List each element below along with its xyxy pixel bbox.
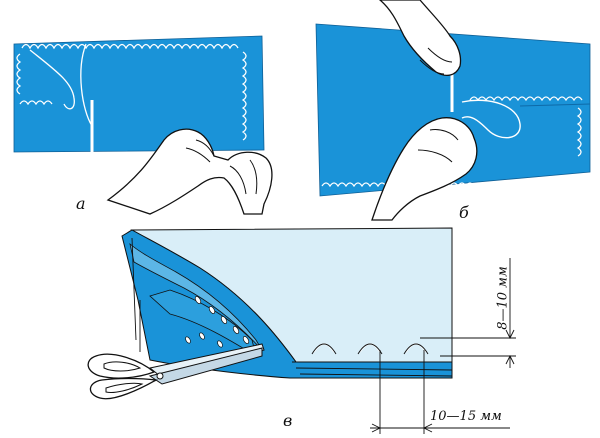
basting-stitches-middle-b [469, 96, 583, 102]
lower-hand-b [371, 117, 478, 221]
fabric-piece-a [13, 35, 265, 153]
fold-line-b [519, 103, 591, 107]
panel-label-a: а [76, 194, 86, 213]
dimension-label-horizontal: 10—15 мм [430, 409, 502, 424]
panel-a [13, 35, 273, 215]
lower-hand-detail-b [417, 129, 459, 163]
dimension-vertical-wrap: 8—10 мм [488, 258, 518, 338]
thread-loop-b [461, 99, 521, 139]
layer-edges [131, 237, 453, 377]
basting-stitches-bottom-b [321, 182, 579, 188]
hands-a [106, 128, 273, 215]
panel-label-v: в [283, 411, 293, 430]
basting-stitches-right-a [241, 51, 247, 141]
dimension-label-vertical: 8—10 мм [495, 266, 511, 330]
panel-v [87, 227, 516, 434]
basting-stitches-top-a [21, 43, 239, 50]
dimension-lines-horizontal [370, 350, 510, 434]
thread-a [29, 43, 93, 127]
upper-hand-b [378, 0, 462, 77]
scissors-icon [87, 343, 265, 400]
basting-stitches-lower-a [19, 100, 53, 106]
dimension-lines-vertical [420, 258, 516, 368]
basting-stitches-left-a [16, 53, 22, 95]
upper-hand-detail-b [419, 47, 453, 75]
basting-stitches-right-b [576, 107, 582, 157]
panel-b [315, 0, 591, 221]
panel-label-b: б [459, 203, 469, 222]
hands-detail-a [185, 139, 258, 195]
